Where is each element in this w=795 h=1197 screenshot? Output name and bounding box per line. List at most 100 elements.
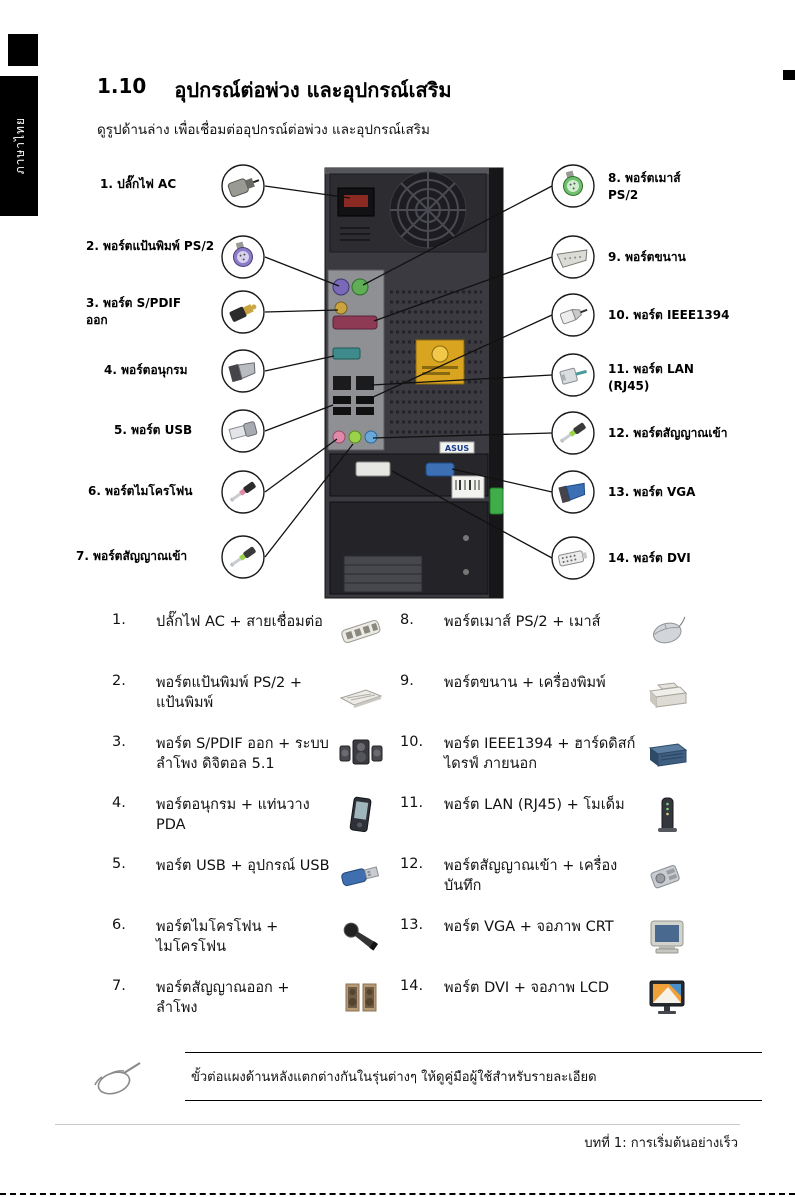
- diagram-label-ps2-keyboard: 2. พอร์ตแป้นพิมพ์ PS/2: [86, 239, 215, 253]
- usb-device-icon: [338, 856, 384, 896]
- diagram-label-spdif-out: 3. พอร์ต S/PDIF ออก: [86, 296, 182, 328]
- callout-14-dvi-icon: [551, 536, 595, 580]
- crt-monitor-icon: [644, 917, 690, 957]
- item-text: พอร์ตเมาส์ PS/2 + เมาส์: [444, 614, 601, 630]
- diagram-label-usb: 5. พอร์ต USB: [114, 423, 193, 437]
- spdif-out-port: [334, 301, 348, 315]
- psu-fan: [389, 171, 467, 249]
- diagram-label-vga: 13. พอร์ต VGA: [608, 485, 696, 499]
- list-item: 8. พอร์ตเมาส์ PS/2 + เมาส์: [400, 612, 692, 673]
- line-out-jack: [348, 430, 362, 444]
- list-item: 1. ปลั๊กไฟ AC + สายเชื่อมต่อ: [112, 612, 400, 673]
- item-text: พอร์ต DVI + จอภาพ LCD: [444, 980, 609, 996]
- callout-1-ac-plug-icon: [221, 164, 265, 208]
- item-text: พอร์ตขนาน + เครื่องพิมพ์: [444, 675, 606, 691]
- note-hand-icon: [94, 1062, 141, 1095]
- line-in-jack: [364, 430, 378, 444]
- callout-10-ieee1394-icon: [551, 293, 595, 337]
- io-backplate: [327, 269, 385, 451]
- callout-11-rj45-icon: [551, 353, 595, 397]
- rear-panel-diagram: ASUS: [221, 164, 595, 599]
- barcode-sticker: [451, 475, 485, 499]
- parallel-port: [332, 315, 378, 330]
- ps2-keyboard-port: [332, 278, 350, 296]
- item-number: 4.: [112, 795, 126, 811]
- mouse-icon: [644, 612, 690, 652]
- diagram-label-ieee1394: 10. พอร์ต IEEE1394: [608, 308, 730, 322]
- speaker-system-icon: [338, 734, 384, 774]
- speakers-icon: [338, 978, 384, 1018]
- diagram-label-serial: 4. พอร์ตอนุกรม: [104, 363, 188, 377]
- item-number: 1.: [112, 612, 126, 628]
- item-text: พอร์ต LAN (RJ45) + โมเด็ม: [444, 797, 625, 813]
- diagram-label-dvi: 14. พอร์ต DVI: [608, 551, 691, 565]
- lan-port: [333, 376, 351, 390]
- peripherals-list: 1. ปลั๊กไฟ AC + สายเชื่อมต่อ 8. พอร์ตเมา…: [112, 612, 692, 1039]
- list-item: 9. พอร์ตขนาน + เครื่องพิมพ์: [400, 673, 692, 734]
- callout-2-ps2-keyboard-icon: [221, 235, 265, 279]
- lcd-monitor-icon: [644, 978, 690, 1018]
- list-item: 13. พอร์ต VGA + จอภาพ CRT: [400, 917, 692, 978]
- recorder-icon: [644, 856, 690, 896]
- note-text: ขั้วต่อแผงด้านหลังแตกต่างกันในรุ่นต่างๆ …: [185, 1052, 762, 1101]
- list-item: 5. พอร์ต USB + อุปกรณ์ USB: [112, 856, 400, 917]
- list-item: 11. พอร์ต LAN (RJ45) + โมเด็ม: [400, 795, 692, 856]
- item-text: พอร์ต IEEE1394 + ฮาร์ดดิสก์ไดรฟ์ ภายนอก: [444, 736, 636, 773]
- list-item: 10. พอร์ต IEEE1394 + ฮาร์ดดิสก์ไดรฟ์ ภาย…: [400, 734, 692, 795]
- diagram-label-microphone: 6. พอร์ตไมโครโฟน: [88, 484, 193, 498]
- item-text: พอร์ตไมโครโฟน + ไมโครโฟน: [156, 919, 279, 956]
- list-item: 7. พอร์ตสัญญาณออก + ลำโพง: [112, 978, 400, 1039]
- callout-8-ps2-mouse-icon: [551, 164, 595, 208]
- callout-6-mic-plug-icon: [221, 470, 265, 514]
- item-number: 10.: [400, 734, 424, 750]
- footer-divider: [55, 1124, 740, 1125]
- diagram-label-ps2-mouse: 8. พอร์ตเมาส์ PS/2: [608, 171, 681, 203]
- list-item: 2. พอร์ตแป้นพิมพ์ PS/2 + แป้นพิมพ์: [112, 673, 400, 734]
- item-text: พอร์ต USB + อุปกรณ์ USB: [156, 858, 330, 874]
- slot-retention-clip: [489, 487, 504, 515]
- list-item: 4. พอร์ตอนุกรม + แท่นวาง PDA: [112, 795, 400, 856]
- callout-13-vga-icon: [551, 470, 595, 514]
- ps2-mouse-port: [351, 278, 369, 296]
- ieee1394-port: [356, 376, 374, 390]
- callout-lines: [264, 185, 553, 559]
- section-subtitle: ดูรูปด้านล่าง เพื่อเชื่อมต่ออุปกรณ์ต่อพ่…: [97, 122, 430, 138]
- vga-port: [425, 462, 455, 477]
- printer-icon: [644, 673, 690, 713]
- item-number: 13.: [400, 917, 424, 933]
- item-number: 11.: [400, 795, 424, 811]
- item-number: 9.: [400, 673, 414, 689]
- diagram-label-line-out: 7. พอร์ตสัญญาณเข้า: [76, 549, 188, 563]
- brand-sticker: ASUS: [445, 444, 469, 453]
- item-number: 2.: [112, 673, 126, 689]
- diagram-label-ac-plug: 1. ปลั๊กไฟ AC: [100, 177, 177, 191]
- callout-12-linein-plug-icon: [551, 411, 595, 455]
- diagram-label-line-in: 12. พอร์ตสัญญาณเข้า: [608, 426, 728, 440]
- item-number: 12.: [400, 856, 424, 872]
- list-item: 12. พอร์ตสัญญาณเข้า + เครื่องบันทึก: [400, 856, 692, 917]
- section-number: 1.10: [97, 74, 147, 98]
- callout-7-lineout-plug-icon: [221, 535, 265, 579]
- pda-icon: [338, 795, 384, 835]
- page-edge-mark: [783, 70, 795, 80]
- keyboard-icon: [338, 673, 384, 713]
- microphone-icon: [338, 917, 384, 957]
- item-text: พอร์ตอนุกรม + แท่นวาง PDA: [156, 797, 310, 834]
- callout-3-spdif-icon: [221, 290, 265, 334]
- footer-chapter-text: บทที่ 1: การเริ่มต้นอย่างเร็ว: [584, 1136, 738, 1151]
- item-text: พอร์ต VGA + จอภาพ CRT: [444, 919, 614, 935]
- list-item: 6. พอร์ตไมโครโฟน + ไมโครโฟน: [112, 917, 400, 978]
- diagram-label-parallel: 9. พอร์ตขนาน: [608, 250, 686, 264]
- page-corner-mark: [8, 34, 38, 66]
- callout-9-parallel-icon: [551, 235, 595, 279]
- item-number: 8.: [400, 612, 414, 628]
- item-number: 14.: [400, 978, 424, 994]
- section-heading: 1.10 อุปกรณ์ต่อพ่วง และอุปกรณ์เสริม: [97, 74, 452, 106]
- item-number: 7.: [112, 978, 126, 994]
- usb-ports: [333, 396, 374, 415]
- list-item: 14. พอร์ต DVI + จอภาพ LCD: [400, 978, 692, 1039]
- language-side-tab: ภาษาไทย: [0, 76, 38, 216]
- page-cut-mark: [0, 1193, 795, 1195]
- item-number: 3.: [112, 734, 126, 750]
